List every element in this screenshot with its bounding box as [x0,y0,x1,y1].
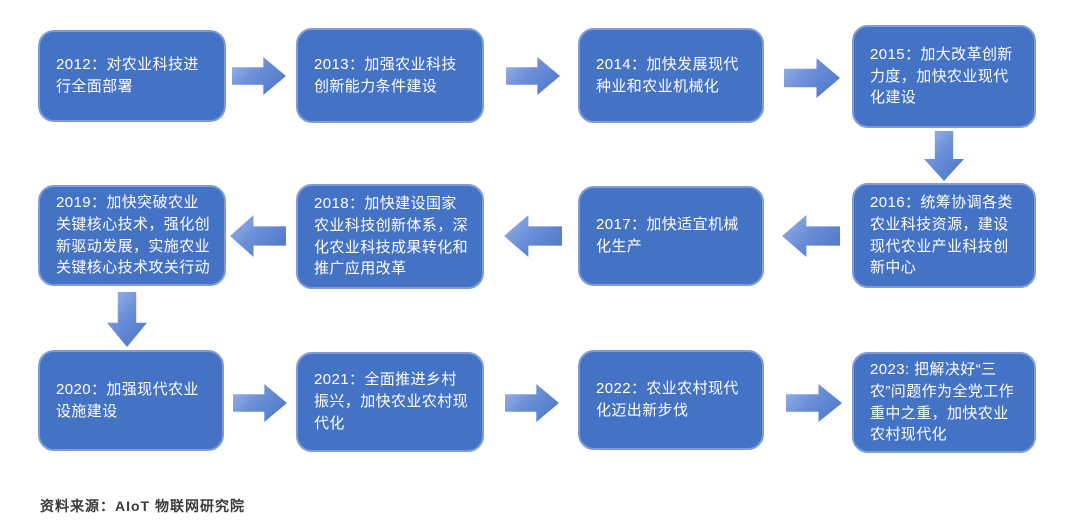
flow-node-2020: 2020：加强现代农业设施建设 [38,350,224,451]
source-note: 资料来源：AIoT 物联网研究院 [40,498,245,514]
flow-node-2016: 2016：统筹协调各类农业科技资源，建设现代农业产业科技创新中心 [852,183,1036,288]
arrow-down-icon [924,131,964,181]
arrow-right-icon [233,384,287,422]
flow-node-2013: 2013：加强农业科技创新能力条件建设 [296,28,484,123]
flow-node-2015: 2015：加大改革创新力度，加快农业现代化建设 [852,25,1036,128]
arrow-left-icon [230,215,286,257]
flow-node-2017-label: 2017：加快适宜机械化生产 [596,216,739,255]
flow-node-2020-label: 2020：加强现代农业设施建设 [56,380,199,420]
flow-node-2019: 2019：加快突破农业关键核心技术，强化创新驱动发展，实施农业关键核心技术攻关行… [38,185,226,286]
arrow-down-icon [107,292,147,347]
flow-node-2016-label: 2016：统筹协调各类农业科技资源，建设现代农业产业科技创新中心 [870,194,1013,277]
flow-node-2018: 2018：加快建设国家农业科技创新体系，深化农业科技成果转化和推广应用改革 [296,184,484,289]
flow-node-2014: 2014：加快发展现代种业和农业机械化 [578,28,764,123]
flow-node-2015-label: 2015：加大改革创新力度，加快农业现代化建设 [870,45,1013,107]
arrow-right-icon [232,57,286,95]
flow-node-2021-label: 2021：全面推进乡村振兴，加快农业农村现代化 [314,371,469,432]
flow-node-2021: 2021：全面推进乡村振兴，加快农业农村现代化 [296,352,484,452]
arrow-left-icon [504,215,562,257]
flow-node-2023: 2023: 把解决好“三农”问题作为全党工作重中之重，加快农业农村现代化 [852,352,1036,453]
flow-node-2023-label: 2023: 把解决好“三农”问题作为全党工作重中之重，加快农业农村现代化 [870,361,1014,444]
arrow-left-icon [782,215,840,257]
flow-node-2012-label: 2012：对农业科技进行全面部署 [56,56,199,95]
arrow-right-icon [505,384,559,422]
arrow-right-icon [786,384,842,422]
arrow-right-icon [506,57,560,95]
flow-node-2022-label: 2022：农业农村现代化迈出新步伐 [596,380,739,419]
flow-node-2013-label: 2013：加强农业科技创新能力条件建设 [314,55,457,95]
flow-node-2022: 2022：农业农村现代化迈出新步伐 [578,350,764,450]
flow-node-2019-label: 2019：加快突破农业关键核心技术，强化创新驱动发展，实施农业关键核心技术攻关行… [56,194,211,277]
flow-node-2017: 2017：加快适宜机械化生产 [578,186,764,286]
arrow-right-icon [784,58,840,98]
flow-node-2018-label: 2018：加快建设国家农业科技创新体系，深化农业科技成果转化和推广应用改革 [314,195,469,278]
flow-node-2014-label: 2014：加快发展现代种业和农业机械化 [596,55,739,95]
flow-node-2012: 2012：对农业科技进行全面部署 [38,30,226,122]
